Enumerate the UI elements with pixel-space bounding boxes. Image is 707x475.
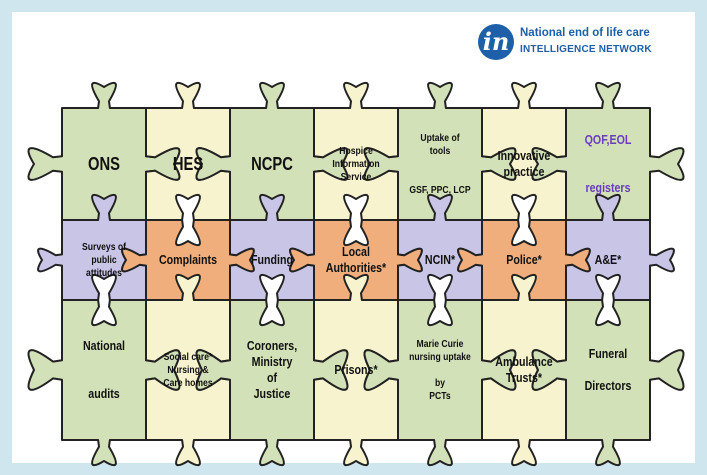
- piece-label: Surveys of public attitudes: [81, 240, 127, 279]
- piece-label: Funeral Directors: [584, 346, 632, 393]
- piece-label: Innovative practice: [497, 148, 551, 179]
- network-logo: in National end of life care INTELLIGENC…: [478, 22, 696, 62]
- piece-label: NCPC: [251, 154, 293, 174]
- info-icon: in: [478, 24, 514, 60]
- piece-label: Prisons*: [334, 362, 378, 377]
- piece-label: Complaints: [158, 252, 218, 267]
- piece-label: Uptake of tools GSF, PPC, LCP: [409, 131, 471, 196]
- piece-label: National audits: [82, 338, 126, 401]
- piece-label: QOF,EOL registers: [584, 132, 632, 195]
- piece-label: Coroners, Ministry of Justice: [246, 338, 298, 401]
- piece-label: A&E*: [594, 252, 622, 267]
- logo-title: National end of life care: [520, 27, 650, 39]
- piece-label: Local Authorities*: [325, 244, 387, 275]
- logo-subtitle: INTELLIGENCE NETWORK: [520, 44, 652, 55]
- puzzle-piece: [531, 299, 685, 467]
- piece-label: ONS: [87, 154, 120, 174]
- piece-label: HES: [172, 154, 204, 174]
- piece-label: NCIN*: [424, 252, 456, 267]
- piece-label: Ambulance Trusts*: [495, 354, 553, 385]
- piece-label: Marie Curie nursing uptake by PCTs: [409, 337, 471, 402]
- piece-label: Social care* Nursing & Care homes: [163, 350, 213, 389]
- piece-label: Funding: [250, 252, 294, 267]
- piece-label: Police*: [506, 252, 542, 267]
- piece-label: Hospice Information Service: [332, 144, 380, 183]
